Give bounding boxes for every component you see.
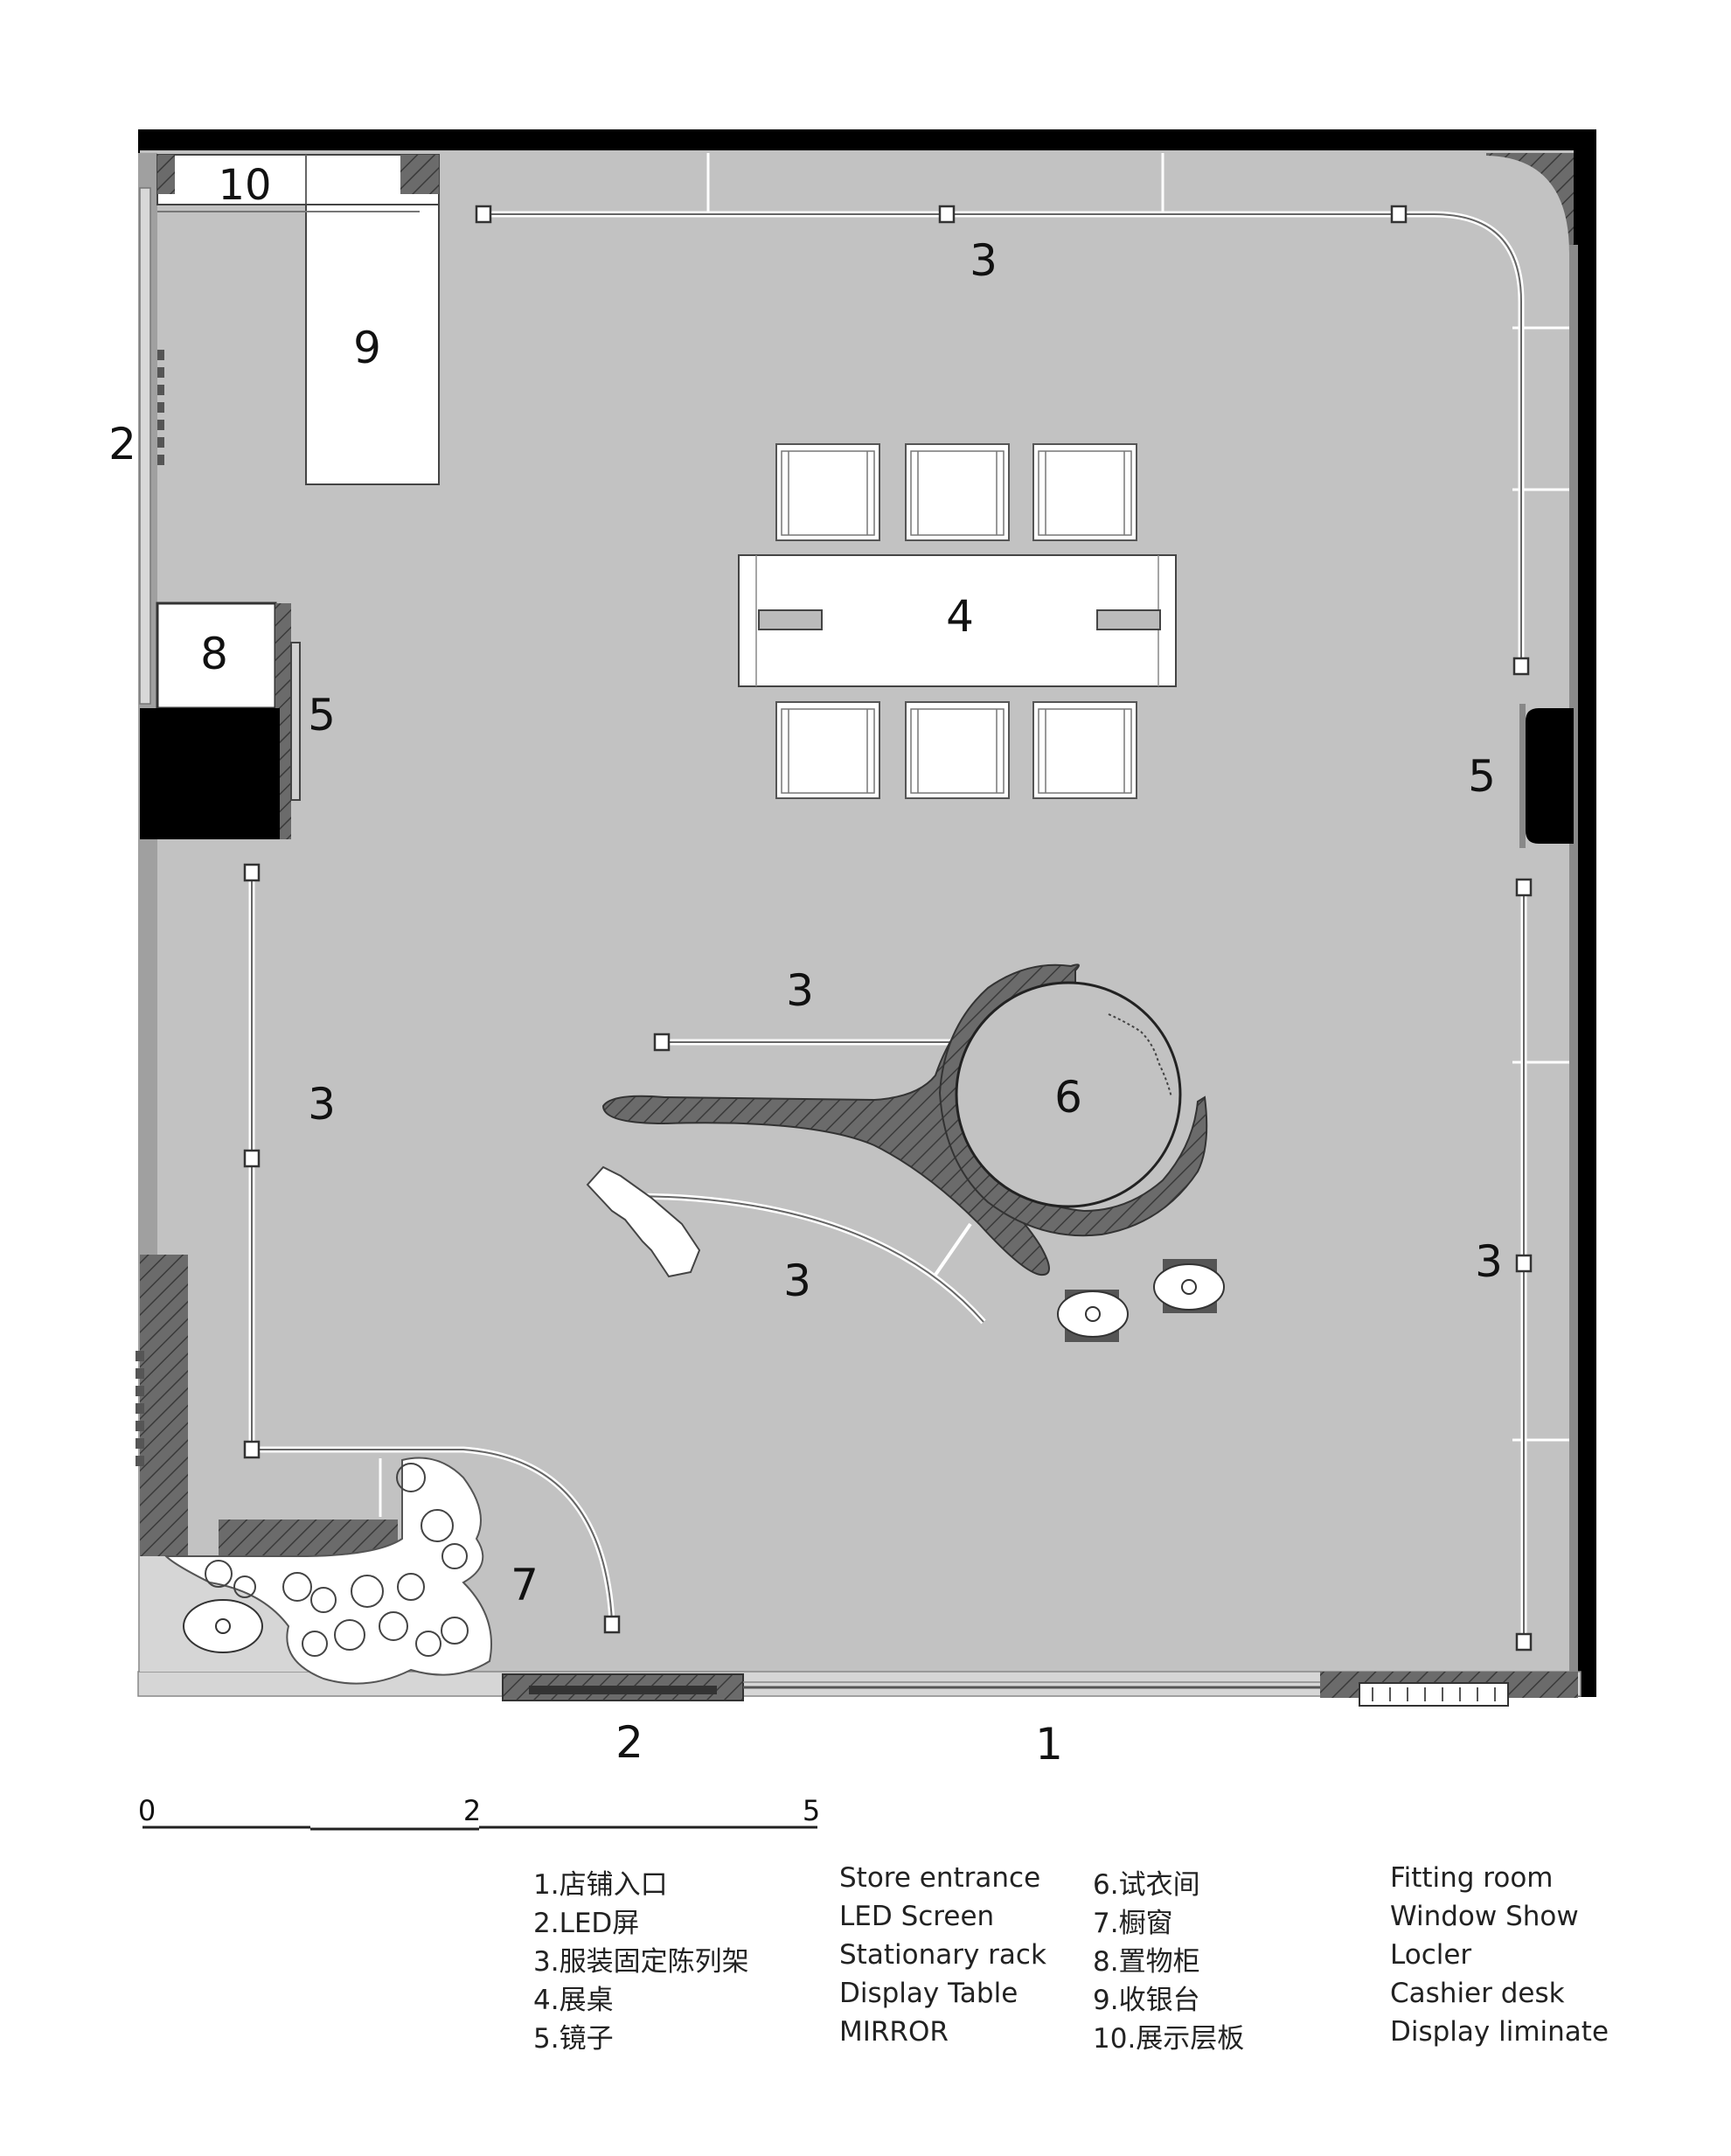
label-rack-right: 3 (1475, 1236, 1503, 1287)
legend-item-en: Stationary rack (839, 1939, 1046, 1971)
legend-item-zh: 10.展示层板 (1093, 2023, 1245, 2055)
led-screen-left-lower (136, 1351, 144, 1466)
plants (205, 1463, 469, 1657)
label-display-laminate: 10 (218, 161, 271, 210)
outer-wall-top (138, 129, 1596, 153)
wall-block-left (140, 708, 280, 839)
display-laminate (156, 154, 440, 205)
legend-item-en: LED Screen (839, 1901, 995, 1932)
label-display-table: 4 (946, 591, 974, 642)
cashier-desk (305, 204, 440, 485)
legend-item-zh: 8.置物柜 (1093, 1946, 1200, 1978)
rack-center-lower (633, 1193, 986, 1325)
legend-item-zh: 9.收银台 (1093, 1985, 1200, 2016)
label-led-left: 2 (108, 419, 136, 469)
legend-row: 2.LED屏 LED Screen 7.橱窗 Window Show (533, 1901, 1635, 1939)
label-entrance: 1 (1035, 1719, 1063, 1770)
label-window-show: 7 (511, 1560, 539, 1610)
scale-label-2: 2 (463, 1794, 481, 1827)
label-mirror-left: 5 (308, 690, 336, 741)
legend-row: 5.镜子 MIRROR 10.展示层板 Display liminate (533, 2016, 1635, 2055)
legend-item-en: Window Show (1390, 1901, 1579, 1932)
label-rack-top: 3 (970, 235, 998, 286)
legend-item-en: Display liminate (1390, 2016, 1609, 2048)
window-planter (163, 1457, 492, 1685)
led-screen-left (157, 350, 164, 465)
pouf-2 (1153, 1259, 1225, 1313)
right-inner-wall (1569, 245, 1578, 1696)
rack-center-upper (653, 1033, 953, 1052)
label-fitting-room: 6 (1054, 1072, 1082, 1123)
label-rack-center-upper: 3 (786, 965, 814, 1016)
window-pouf (183, 1599, 263, 1653)
legend-item-en: Cashier desk (1390, 1978, 1565, 2009)
label-rack-left: 3 (308, 1079, 336, 1130)
legend-row: 3.服装固定陈列架 Stationary rack 8.置物柜 Locler (533, 1939, 1635, 1978)
legend-item-en: Locler (1390, 1939, 1472, 1971)
corner-wall (1486, 153, 1574, 699)
rack-top (475, 205, 1530, 676)
scale-label-5: 5 (803, 1794, 820, 1827)
fitting-room (938, 963, 1208, 1237)
legend-item-zh: 7.橱窗 (1093, 1908, 1173, 1939)
rack-right (1515, 878, 1533, 1652)
legend-item-en: Fitting room (1390, 1862, 1554, 1894)
legend-item-en: MIRROR (839, 2016, 949, 2048)
label-mirror-right: 5 (1468, 751, 1496, 802)
legend-item-zh: 4.展桌 (533, 1985, 614, 2016)
sculpture-white (586, 1165, 701, 1278)
label-cashier: 9 (353, 323, 381, 373)
pouf-1 (1057, 1290, 1129, 1342)
legend-item-zh: 1.店铺入口 (533, 1869, 668, 1901)
mirror-right (1526, 708, 1574, 844)
legend-row: 1.店铺入口 Store entrance 6.试衣间 Fitting room (533, 1862, 1635, 1901)
legend-item-en: Store entrance (839, 1862, 1041, 1894)
legend-item-zh: 2.LED屏 (533, 1908, 640, 1939)
legend-item-en: Display Table (839, 1978, 1018, 2009)
label-led-bottom: 2 (615, 1717, 643, 1768)
scale-bar: 0 2 5 (138, 1794, 820, 1831)
window-wall (140, 1255, 188, 1556)
legend-item-zh: 3.服装固定陈列架 (533, 1946, 749, 1978)
legend-item-zh: 6.试衣间 (1093, 1869, 1200, 1901)
legend-row: 4.展桌 Display Table 9.收银台 Cashier desk (533, 1978, 1635, 2016)
legend-item-zh: 5.镜子 (533, 2023, 614, 2055)
display-table-set (738, 443, 1177, 799)
sculpture-branch (601, 1022, 1050, 1276)
label-rack-center-lower: 3 (783, 1255, 811, 1306)
label-locker: 8 (200, 629, 228, 679)
scale-label-0: 0 (138, 1794, 156, 1827)
mirror-left (290, 642, 301, 801)
rack-left (243, 863, 621, 1634)
